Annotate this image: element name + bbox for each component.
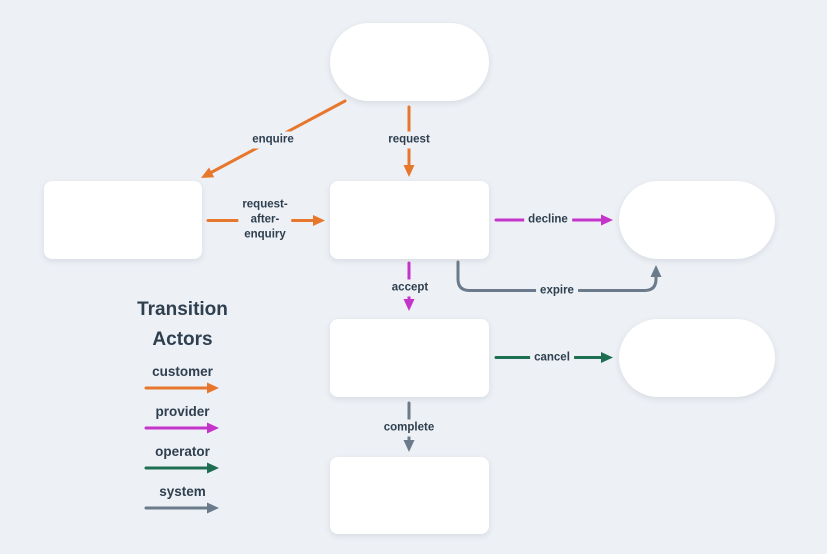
edge-label-decline: decline xyxy=(524,211,572,229)
legend-title: Transition Actors xyxy=(110,295,255,355)
legend-title-line2: Actors xyxy=(152,329,213,350)
legend-row-provider: provider xyxy=(110,404,255,435)
node-enquired xyxy=(44,181,202,259)
node-accepted xyxy=(330,319,489,397)
edge-label-complete: complete xyxy=(379,419,439,437)
edge-label-enquire: enquire xyxy=(248,131,298,149)
legend-label-system: system xyxy=(159,484,206,499)
legend-row-customer: customer xyxy=(110,364,255,395)
node-initial xyxy=(330,23,489,101)
edge-label-request: request xyxy=(384,131,434,149)
legend: Transition Actors customer provider oper… xyxy=(110,295,255,515)
node-delivered xyxy=(330,457,489,534)
edge-label-expire: expire xyxy=(536,282,578,299)
node-pending xyxy=(330,181,489,259)
node-declined xyxy=(619,181,775,259)
edge-label-accept: accept xyxy=(387,279,433,297)
customer-arrow-icon xyxy=(144,382,219,394)
legend-row-system: system xyxy=(110,484,255,515)
legend-label-operator: operator xyxy=(155,444,210,459)
edge-label-cancel: cancel xyxy=(530,349,574,366)
legend-row-operator: operator xyxy=(110,444,255,475)
system-arrow-icon xyxy=(144,502,219,514)
node-cancelled xyxy=(619,319,775,397)
operator-arrow-icon xyxy=(144,462,219,474)
legend-label-provider: provider xyxy=(155,404,210,419)
legend-title-line1: Transition xyxy=(137,299,228,320)
edge-label-request-after-enquiry: request- after- enquiry xyxy=(238,196,292,244)
provider-arrow-icon xyxy=(144,422,219,434)
legend-label-customer: customer xyxy=(152,364,213,379)
